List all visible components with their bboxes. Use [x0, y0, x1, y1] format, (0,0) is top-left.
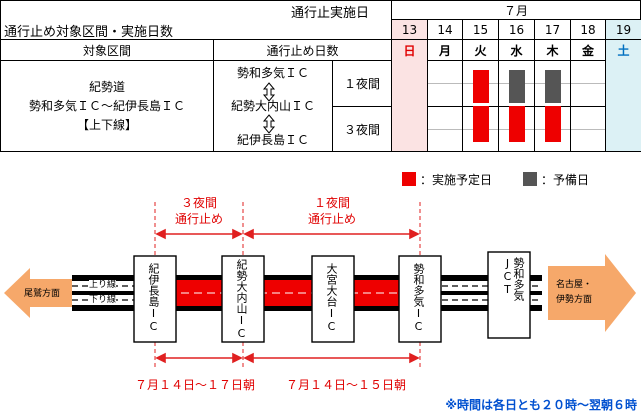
closure-1-nights: １夜間 [313, 196, 350, 210]
bidirectional-arrow-icon [262, 82, 276, 106]
dow-16: 水 [498, 39, 535, 61]
down-line-label: 下り線 [89, 295, 117, 305]
col-section: 対象区間 [0, 39, 214, 61]
grid-cell [605, 129, 641, 152]
grid-cell [605, 83, 641, 107]
grid-cell [570, 129, 606, 152]
ic-label-kiseiouchiyama: 紀勢大内山IC [235, 259, 248, 340]
ic-box-kiinagashima [133, 255, 177, 343]
bar-3night-15 [473, 106, 489, 142]
ic-label-omiyaodai: 大宮大台IC [325, 263, 338, 333]
grid-cell [391, 106, 428, 130]
grid-cell [605, 106, 641, 130]
ic-box-kiseiouchiyama [221, 255, 265, 343]
period-3-label: ７月１４日～１７日朝 [134, 378, 255, 392]
left-destination: 尾鷲方面 [24, 289, 61, 299]
nights-1: １夜間 [332, 60, 392, 107]
header-left: 通行止め対象区間・実施日数 [4, 24, 174, 40]
grid-cell [427, 83, 463, 107]
right-destination-1: 名古屋・ [556, 280, 593, 290]
grid-cell [391, 129, 428, 152]
date-14: 14 [427, 19, 463, 40]
jct-label-seiwataki: 勢和多気JCT [501, 257, 525, 301]
closure-3-nights: ３夜間 [180, 196, 217, 210]
ic-kiinagashima: 紀伊長島ＩＣ [236, 132, 309, 147]
legend-planned-label: ：実施予定日 [420, 173, 493, 187]
route-diagram [4, 202, 636, 370]
dow-15: 火 [462, 39, 499, 61]
ic-box-seiwataki [398, 255, 442, 343]
section-route: 紀勢道 [88, 79, 125, 94]
dow-13: 日 [391, 39, 428, 61]
dow-14: 月 [427, 39, 463, 61]
ic-box-omiyaodai [311, 255, 355, 343]
grid-cell [605, 60, 641, 84]
period-1-label: ７月１４日～１５日朝 [285, 378, 406, 392]
section-range: 勢和多気ＩＣ～紀伊長島ＩＣ [28, 98, 185, 113]
month-cell: ７月 [391, 0, 641, 20]
arrow-left-icon [4, 268, 72, 318]
right-destination: 名古屋・ 伊勢方面 [556, 278, 592, 308]
dow-19: 土 [605, 39, 641, 61]
closure-3-text: 通行止め [174, 212, 223, 226]
dow-18: 金 [570, 39, 606, 61]
closure-1-text: 通行止め [307, 212, 356, 226]
jct-box-seiwataki [487, 251, 531, 339]
arrow-right-icon [548, 254, 636, 332]
header-right: 通行止実施日 [290, 5, 369, 21]
legend-spare-label: ：予備日 [541, 173, 590, 187]
dow-17: 木 [534, 39, 571, 61]
bar-3night-17 [545, 106, 561, 142]
date-18: 18 [570, 19, 606, 40]
ic-kiseiouchiyama: 紀勢大内山ＩＣ [230, 98, 315, 113]
grid-cell [570, 83, 606, 107]
grid-cell [391, 83, 428, 107]
closure-1-label: １夜間 通行止め [246, 195, 418, 227]
date-15: 15 [462, 19, 499, 40]
time-note: ※時間は各日とも２０時～翌朝６時 [445, 398, 637, 412]
date-13: 13 [391, 19, 428, 40]
grid-cell [570, 60, 606, 84]
grid-cell [391, 60, 428, 84]
bar-1night-16 [509, 70, 525, 103]
grid-cell [570, 106, 606, 130]
grid-cell [427, 60, 463, 84]
legend-planned-swatch [402, 172, 416, 186]
date-16: 16 [498, 19, 535, 40]
bar-3night-16 [509, 106, 525, 142]
ic-label-seiwataki: 勢和多気IC [412, 263, 425, 333]
up-line-label: 上り線 [89, 280, 117, 290]
nights-3: ３夜間 [332, 106, 392, 152]
bar-1night-17 [545, 70, 561, 103]
bidirectional-arrow-icon [262, 114, 276, 138]
section-cell: 紀勢道 勢和多気ＩＣ～紀伊長島ＩＣ 【上下線】 [0, 60, 214, 152]
right-destination-2: 伊勢方面 [556, 295, 593, 305]
date-17: 17 [534, 19, 571, 40]
ic-seiwataki: 勢和多気ＩＣ [236, 65, 309, 80]
ic-label-kiinagashima: 紀伊長島IC [147, 263, 160, 333]
grid-cell [427, 106, 463, 130]
date-19: 19 [605, 19, 641, 40]
grid-cell [427, 129, 463, 152]
bar-1night-15 [473, 70, 489, 103]
closure-3-label: ３夜間 通行止め [156, 195, 242, 227]
legend-spare-swatch [523, 172, 537, 186]
section-direction: 【上下線】 [76, 117, 137, 132]
col-closure: 通行止め日数 [213, 39, 392, 61]
